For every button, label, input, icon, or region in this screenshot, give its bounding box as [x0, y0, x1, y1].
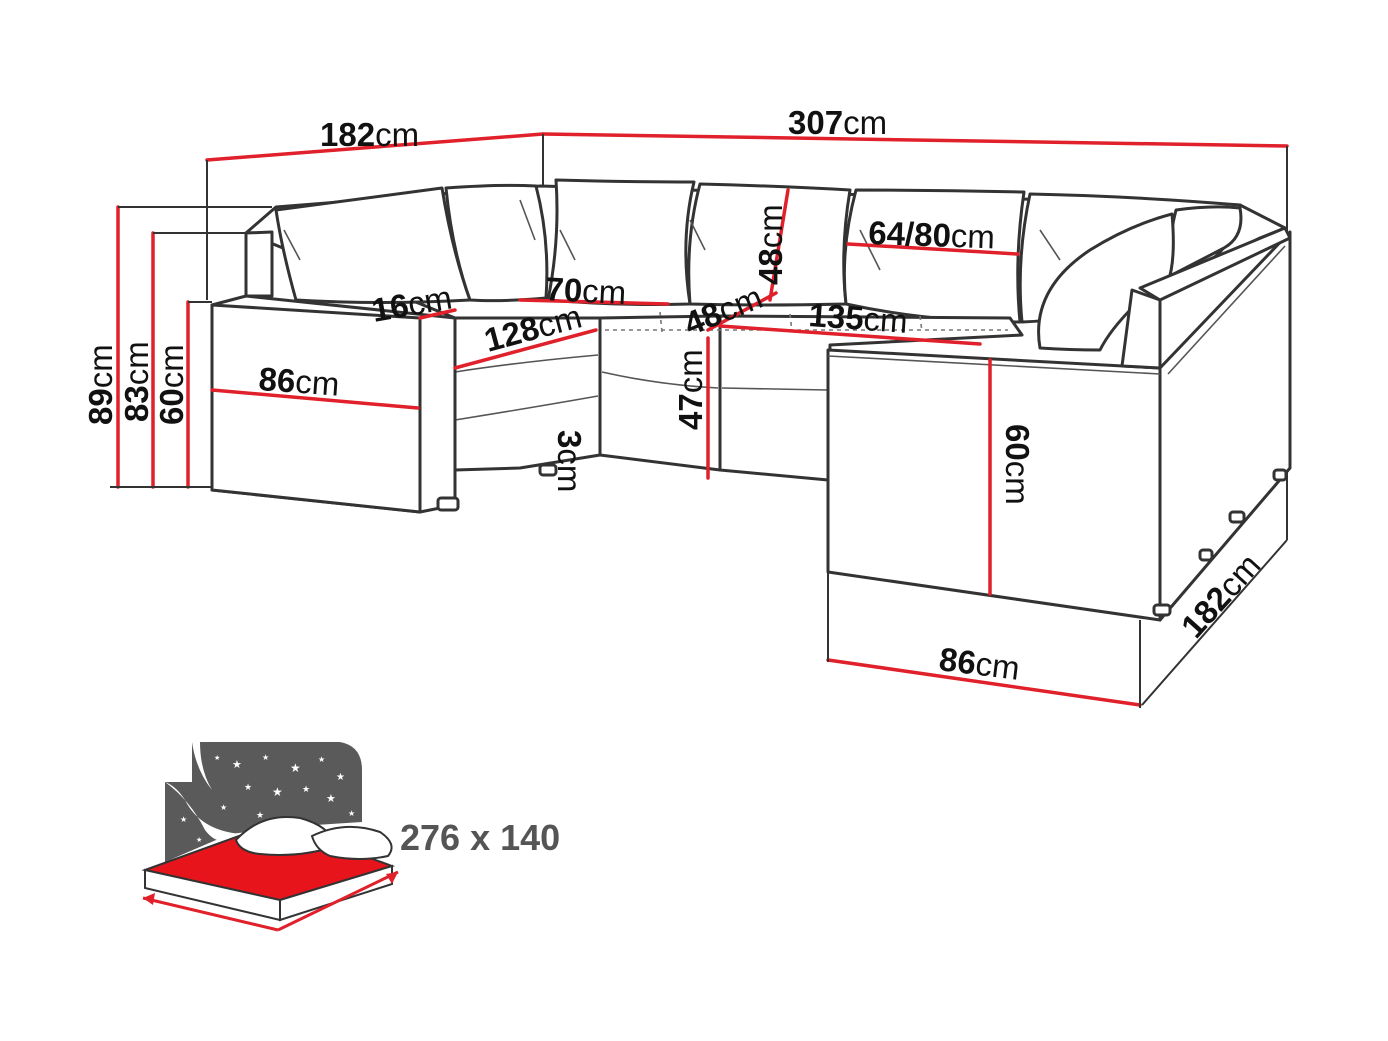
svg-text:★: ★: [318, 755, 325, 764]
svg-text:★: ★: [272, 785, 283, 799]
svg-text:★: ★: [196, 836, 202, 844]
leg-right-1: [1152, 603, 1172, 617]
leg-right-4: [1198, 548, 1214, 562]
svg-text:★: ★: [232, 758, 242, 771]
svg-text:★: ★: [326, 792, 336, 805]
right-armrest-top: [1138, 226, 1292, 302]
label-left-arm-depth: 86cm: [258, 360, 341, 403]
label-seat-height: 47cm: [672, 349, 709, 430]
bed-size-label: 276 x 140: [400, 817, 560, 858]
label-height-back: 83cm: [118, 341, 155, 422]
label-top-right-width: 307cm: [788, 104, 887, 141]
leg-right-2: [1228, 510, 1246, 524]
label-right-chaise-depth: 86cm: [937, 640, 1022, 687]
label-height-arm: 60cm: [153, 344, 190, 425]
label-seat-depth: 70cm: [545, 270, 628, 311]
label-right-chaise-height: 60cm: [999, 424, 1036, 505]
label-leg-height: 3cm: [551, 430, 588, 492]
svg-text:★: ★: [348, 809, 355, 818]
svg-text:★: ★: [262, 753, 269, 762]
dimension-labels: 182cm 307cm 89cm 83cm 60cm 16cm 70cm 128…: [82, 104, 1267, 687]
label-arm-width: 16cm: [369, 278, 455, 328]
leg-right-3: [1272, 468, 1288, 482]
svg-text:★: ★: [290, 761, 301, 775]
label-height-total: 89cm: [82, 344, 119, 425]
leg-left: [436, 496, 460, 512]
svg-text:★: ★: [256, 811, 264, 821]
stars: ★ ★ ★ ★ ★ ★ ★ ★ ★ ★ ★ ★ ★ ★ ★: [180, 753, 355, 844]
back-cushion-5: [842, 188, 1026, 324]
label-seat-right: 135cm: [808, 296, 909, 340]
sofa-outline: [210, 178, 1292, 622]
seat-right: [718, 314, 1024, 482]
svg-text:★: ★: [244, 783, 252, 793]
leg-center: [538, 463, 558, 477]
label-back-cushion-width: 64/80cm: [868, 214, 996, 255]
svg-text:★: ★: [302, 785, 310, 795]
side-cushion-right-2: [1037, 212, 1175, 352]
svg-text:★: ★: [220, 803, 227, 812]
label-top-left-width: 182cm: [320, 116, 419, 153]
svg-text:★: ★: [180, 815, 187, 824]
back-cushion-2: [444, 183, 549, 303]
inner-dimension-lines: [210, 188, 1020, 596]
svg-text:★: ★: [336, 772, 345, 783]
bed-icon: ★ ★ ★ ★ ★ ★ ★ ★ ★ ★ ★ ★ ★ ★ ★ 276 x 140: [141, 742, 560, 932]
pillow-2: [310, 825, 393, 860]
label-cushion-height: 48cm: [752, 204, 789, 285]
right-chaise: [826, 348, 1162, 622]
right-chaise-side: [1158, 230, 1292, 622]
svg-text:★: ★: [214, 754, 220, 762]
